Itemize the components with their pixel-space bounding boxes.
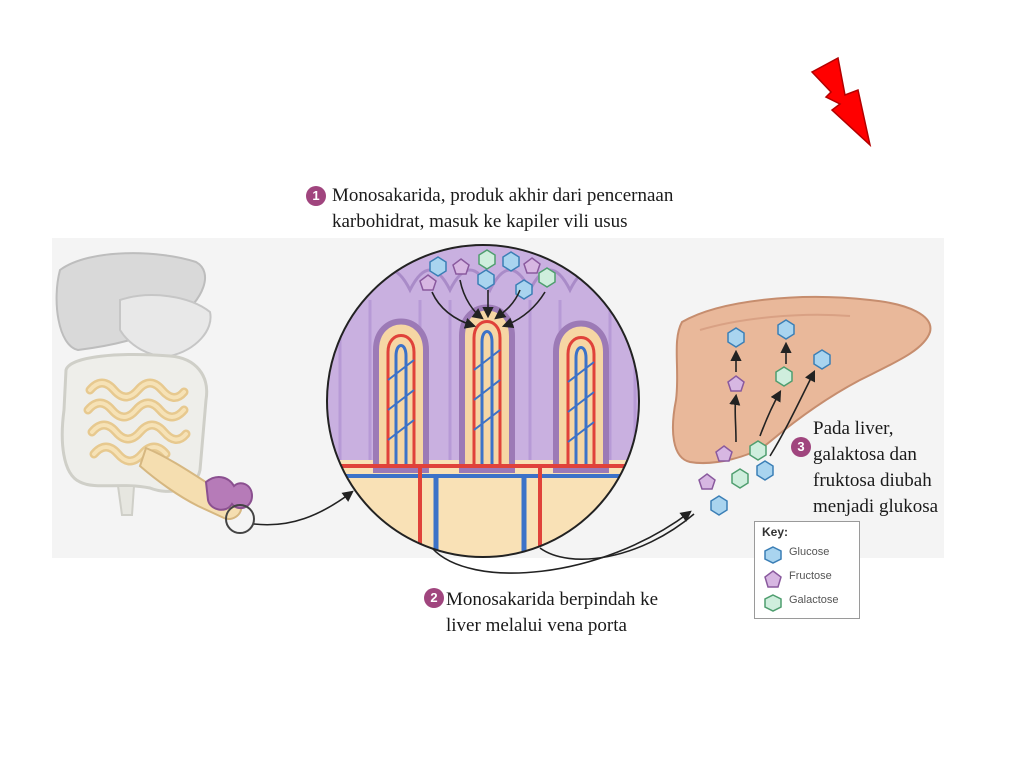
step-3-caption-line: menjadi glukosa [813, 494, 938, 520]
key-legend: Key: Glucose Fructose Galactose [754, 521, 860, 619]
step-1-caption-line: karbohidrat, masuk ke kapiler vili usus [332, 209, 673, 235]
key-title: Key: [762, 525, 788, 539]
key-item-galactose: Galactose [763, 592, 859, 612]
step-2-caption-line: Monosakarida berpindah ke [446, 587, 658, 613]
key-label: Glucose [789, 546, 829, 558]
step-3-caption-line: Pada liver, [813, 416, 938, 442]
step-3-caption-line: fruktosa diubah [813, 468, 938, 494]
step-2-badge: 2 [424, 588, 444, 608]
step-2-caption: Monosakarida berpindah ke liver melalui … [446, 587, 658, 639]
step-3-caption: Pada liver, galaktosa dan fruktosa diuba… [813, 416, 938, 520]
key-label: Galactose [789, 594, 839, 606]
fructose-pentagon-icon [763, 570, 783, 588]
key-item-glucose: Glucose [763, 544, 859, 564]
key-item-fructose: Fructose [763, 568, 859, 588]
step-3-badge: 3 [791, 437, 811, 457]
step-2-caption-line: liver melalui vena porta [446, 613, 658, 639]
galactose-hexagon-icon [763, 594, 783, 612]
step-1-caption: Monosakarida, produk akhir dari pencerna… [332, 183, 673, 235]
lightning-bolt-icon [812, 58, 870, 145]
key-label: Fructose [789, 570, 832, 582]
step-3-caption-line: galaktosa dan [813, 442, 938, 468]
step-1-caption-line: Monosakarida, produk akhir dari pencerna… [332, 183, 673, 209]
glucose-hexagon-icon [763, 546, 783, 564]
step-1-badge: 1 [306, 186, 326, 206]
